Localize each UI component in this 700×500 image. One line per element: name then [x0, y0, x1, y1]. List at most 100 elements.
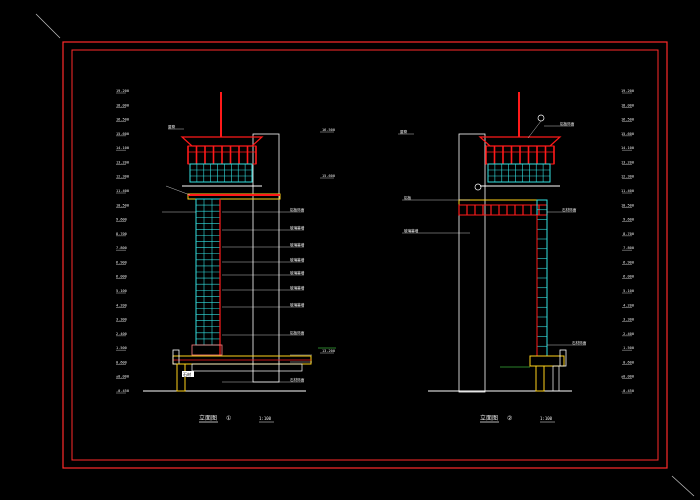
podium-railing [172, 349, 180, 365]
elevation-scale: 1:100 [259, 416, 272, 421]
level-label: 16.500 [116, 118, 129, 122]
level-label: 0.600 [116, 360, 127, 364]
level-label: 2.400 [116, 332, 127, 336]
outer-frame [62, 41, 668, 469]
base-note-box [182, 371, 194, 377]
leader-note: 铝板饰面 [290, 330, 305, 335]
level-label: 15.600 [116, 132, 129, 136]
level-label: 7.800 [116, 246, 127, 250]
left-elevation: 石材 19.20018.00016.50015.60014.10013.2001… [116, 89, 336, 423]
level-label: 13.200 [322, 349, 335, 353]
level-labels: 19.200 18.000 16.500 15.600 14.100 13.200 12.3… [116, 89, 129, 394]
level-label: 10.500 [116, 203, 129, 207]
level-label: 18.000 [621, 103, 634, 107]
level-label: 13.200 [116, 160, 129, 164]
level-label: 6.000 [623, 275, 634, 279]
leader-line [165, 185, 191, 196]
level-label: 16.500 [621, 118, 634, 122]
elevation-number: ② [507, 415, 512, 422]
elevation-title: 立面图 [480, 414, 498, 422]
level-label: 3.300 [623, 318, 634, 322]
level-label: 9.600 [623, 218, 634, 222]
level-label: 11.400 [621, 189, 634, 193]
leader-note: 玻璃幕墙 [290, 225, 305, 230]
level-label: 14.100 [621, 146, 634, 150]
level-label: 7.800 [623, 246, 634, 250]
tower-glazing-grid [537, 209, 547, 347]
level-label: 12.300 [621, 175, 634, 179]
roof-columns [485, 146, 555, 164]
level-label: ±0.000 [116, 375, 129, 379]
roof-columns [187, 146, 257, 164]
elevation-scale: 1:100 [540, 416, 553, 421]
truss-verticals [458, 205, 548, 215]
level-label: 18.000 [116, 103, 129, 107]
leader-line [527, 120, 542, 139]
level-label: 10.500 [621, 203, 634, 207]
leader-note: 玻璃幕墙 [290, 302, 305, 307]
level-label: 5.100 [116, 289, 127, 293]
level-label: 15.600 [621, 132, 634, 136]
level-labels: 19.200 18.000 16.500 15.600 14.100 13.200 12.3… [621, 89, 634, 394]
tower-glazing-grid [196, 199, 220, 345]
inner-frame [71, 49, 659, 461]
elevation-number: ① [226, 415, 231, 422]
level-label: 5.100 [623, 289, 634, 293]
level-label: 8.700 [623, 232, 634, 236]
roof-label: 屋脊 [168, 124, 176, 129]
level-label: -0.450 [621, 389, 634, 393]
level-label: 16.500 [322, 128, 335, 132]
level-label: 19.200 [116, 89, 129, 93]
level-label: ±0.000 [621, 375, 634, 379]
right-level-labels: 16.500 15.600 13.200 屋脊 [168, 124, 335, 354]
level-label: 19.200 [621, 89, 634, 93]
level-label: 3.300 [116, 318, 127, 322]
level-label: 8.700 [116, 232, 127, 236]
leader-note: 玻璃幕墙 [290, 270, 305, 275]
upper-glazing [487, 163, 551, 183]
leader-note: 玻璃幕墙 [290, 285, 305, 290]
podium-slab [529, 355, 565, 367]
level-label: 4.200 [623, 303, 634, 307]
level-label: 1.500 [116, 346, 127, 350]
level-label: 15.600 [322, 174, 335, 178]
level-label: 12.300 [116, 175, 129, 179]
detail-callout [474, 183, 482, 191]
leader-note: 石材饰面 [562, 207, 577, 212]
upper-glazing-grid [190, 164, 252, 182]
level-label: 6.000 [116, 275, 127, 279]
level-label: 1.500 [623, 346, 634, 350]
corner-mark [35, 13, 61, 39]
podium-railing [559, 349, 567, 367]
level-label: 4.200 [116, 303, 127, 307]
podium-column [176, 363, 186, 392]
level-label: 0.600 [623, 360, 634, 364]
level-label: 2.400 [623, 332, 634, 336]
right-elevation: 19.200 18.000 16.500 15.600 14.100 13.200 12.3… [398, 89, 634, 423]
roof-label: 屋脊 [400, 129, 408, 134]
leader-note: 玻璃幕墙 [290, 257, 305, 262]
level-label: 14.100 [116, 146, 129, 150]
level-label: 11.400 [116, 189, 129, 193]
upper-glazing [189, 163, 253, 183]
upper-glazing-grid [488, 164, 550, 182]
leader-note: 铝板饰面 [290, 207, 305, 212]
leader-note: 石材饰面 [572, 340, 587, 345]
level-label: 6.900 [623, 260, 634, 264]
level-label: -0.450 [116, 389, 129, 393]
tower-base-band [191, 344, 223, 356]
leader-note: 玻璃幕墙 [290, 242, 305, 247]
podium-base [191, 363, 303, 372]
podium-column [552, 365, 560, 392]
leader-note: 铝板饰面 [560, 121, 575, 126]
leader-note: 铝板 [404, 195, 412, 200]
corner-mark [671, 475, 695, 497]
leader-note: 石材饰面 [290, 377, 305, 382]
level-label: 9.600 [116, 218, 127, 222]
base-note: 石材 [183, 371, 191, 377]
level-label: 13.200 [621, 160, 634, 164]
